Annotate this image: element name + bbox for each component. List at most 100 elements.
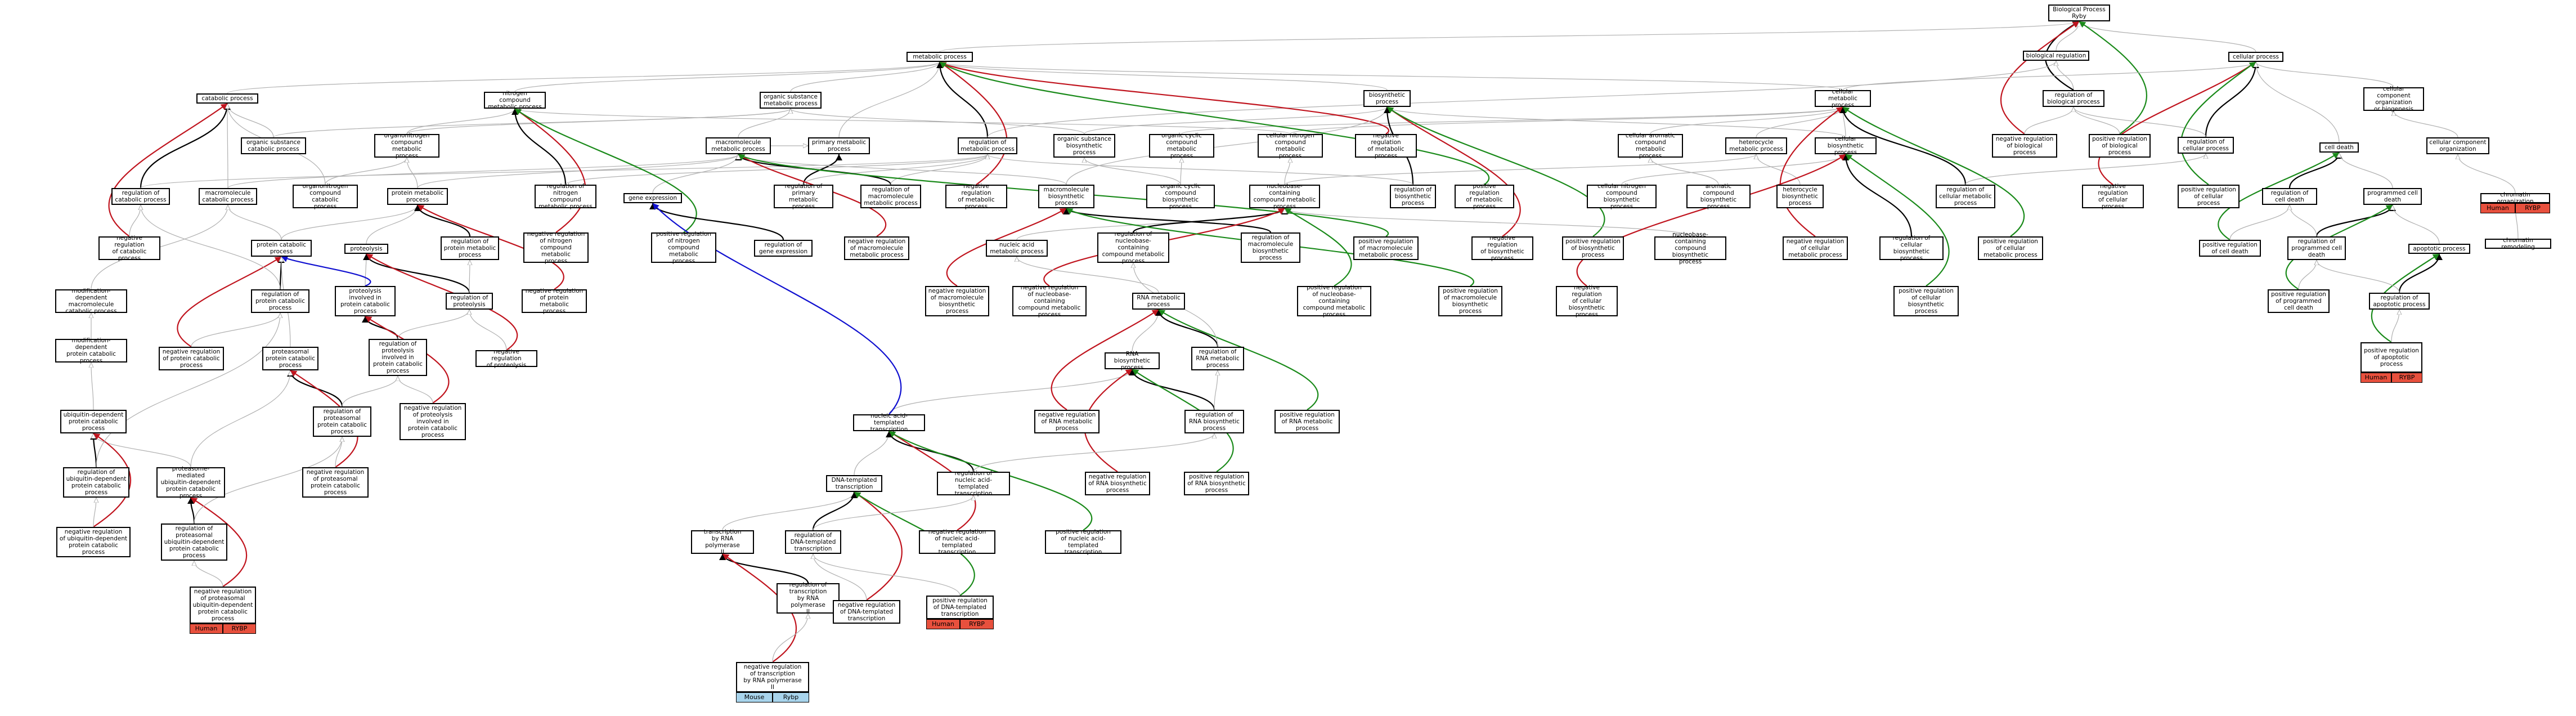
go-term-rcatp[interactable]: regulation of catabolic process xyxy=(111,188,170,205)
go-term-ccorg[interactable]: cellular component organization xyxy=(2426,137,2489,154)
go-term-nrppcp[interactable]: negative regulation of proteasomal prote… xyxy=(302,467,369,498)
go-term-prcmp[interactable]: positive regulation of cellular metaboli… xyxy=(1978,236,2043,260)
go-term-nrproteol[interactable]: negative regulation of proteolysis xyxy=(475,348,537,369)
go-term-occmp[interactable]: organic cyclic compound metabolic proces… xyxy=(1149,132,1214,159)
go-term-osc[interactable]: organic substance catabolic process xyxy=(241,137,306,154)
go-term-nrpupcp[interactable]: negative regulation of proteasomal ubiqu… xyxy=(190,587,256,624)
go-term-rcd[interactable]: regulation of cell death xyxy=(2262,188,2317,205)
go-term-nrmp2[interactable]: negative regulation of metabolic process xyxy=(945,183,1007,210)
go-term-nrpcatp[interactable]: negative regulation of protein catabolic… xyxy=(159,347,224,370)
go-term-rcp[interactable]: regulation of cellular process xyxy=(2178,137,2234,154)
go-term-rgexp[interactable]: regulation of gene expression xyxy=(754,240,813,257)
go-term-nrprotmp[interactable]: negative regulation of protein metabolic… xyxy=(522,288,587,315)
go-term-cncbp[interactable]: cellular nitrogen compound biosynthetic … xyxy=(1587,183,1657,210)
go-term-osmp[interactable]: organic substance metabolic process xyxy=(760,92,822,109)
go-term-rprotmp[interactable]: regulation of protein metabolic process xyxy=(441,236,499,260)
go-term-rupcp[interactable]: regulation of ubiquitin-dependent protei… xyxy=(63,467,129,498)
go-term-ccob[interactable]: cellular component organization or bioge… xyxy=(2363,86,2424,113)
go-term-rtp2[interactable]: regulation of transcription by RNA polym… xyxy=(777,581,840,615)
go-term-nrrnamp[interactable]: negative regulation of RNA metabolic pro… xyxy=(1034,410,1099,433)
go-term-pmp[interactable]: primary metabolic process xyxy=(808,137,870,154)
go-term-nrmacb[interactable]: negative regulation of macromolecule bio… xyxy=(925,286,989,316)
go-term-cp[interactable]: cellular process xyxy=(2228,52,2283,62)
go-term-nrbp[interactable]: negative regulation of biological proces… xyxy=(1992,134,2057,158)
go-term-prmacp[interactable]: positive regulation of macromolecule met… xyxy=(1353,236,1419,260)
go-term-nampr[interactable]: nucleic acid metabolic process xyxy=(986,240,1048,257)
go-term-rapop[interactable]: regulation of apoptotic process xyxy=(2369,293,2430,310)
go-term-ncmp[interactable]: nitrogen compound metabolic process xyxy=(484,90,546,110)
go-term-prcp[interactable]: positive regulation of cellular process xyxy=(2178,185,2240,208)
go-term-updpc[interactable]: ubiquitin-dependent protein catabolic pr… xyxy=(60,410,127,433)
go-term-onc[interactable]: organonitrogen compound metabolic proces… xyxy=(374,132,439,159)
go-term-prcd[interactable]: positive regulation of cell death xyxy=(2199,240,2261,257)
go-term-protmp[interactable]: protein metabolic process xyxy=(387,188,448,205)
go-term-pcbp[interactable]: positive regulation of cellular biosynth… xyxy=(1893,286,1959,316)
go-term-nrcatp[interactable]: negative regulation of catabolic process xyxy=(98,235,160,262)
go-term-rpcatp[interactable]: regulation of protein catabolic process xyxy=(251,289,309,313)
go-term-hmp[interactable]: heterocycle metabolic process xyxy=(1725,137,1787,154)
go-term-pcd[interactable]: programmed cell death xyxy=(2363,188,2422,205)
go-term-oncc[interactable]: organonitrogen compound catabolic proces… xyxy=(293,183,358,210)
go-term-nbcbp[interactable]: nucleobase-containing compound biosynthe… xyxy=(1654,231,1726,265)
go-term-acbp[interactable]: aromatic compound biosynthetic process xyxy=(1686,183,1751,210)
go-term-rmacb[interactable]: regulation of macromolecule biosynthetic… xyxy=(1241,232,1300,263)
go-term-pcatp[interactable]: protein catabolic process xyxy=(251,240,312,257)
go-term-celld[interactable]: cell death xyxy=(2319,142,2359,153)
go-term-mp[interactable]: metabolic process xyxy=(906,52,973,62)
go-term-rmacp[interactable]: regulation of macromolecule metabolic pr… xyxy=(860,185,921,208)
go-term-nrupcp[interactable]: negative regulation of ubiquitin-depende… xyxy=(56,527,131,557)
go-term-pnbcmp[interactable]: positive regulation of nucleobase-contai… xyxy=(1297,284,1371,318)
go-term-mcatp[interactable]: macromolecule catabolic process xyxy=(199,188,257,205)
go-term-gexp[interactable]: gene expression xyxy=(623,193,682,203)
go-term-pbsp[interactable]: positive regulation of biosynthetic proc… xyxy=(1562,236,1624,260)
go-term-nrpipcp[interactable]: negative regulation of proteolysis invol… xyxy=(400,403,466,440)
go-term-natp[interactable]: nucleic acid-templated transcription xyxy=(853,413,925,433)
go-term-nrcmp[interactable]: negative regulation of cellular metaboli… xyxy=(1783,236,1848,260)
go-term-rpcd[interactable]: regulation of programmed cell death xyxy=(2287,236,2346,260)
go-term-rcmp[interactable]: regulation of cellular metabolic process xyxy=(1936,185,1995,208)
go-term-rproteol[interactable]: regulation of proteolysis xyxy=(446,293,493,310)
go-term-nrrnabp[interactable]: negative regulation of RNA biosynthetic … xyxy=(1085,472,1150,495)
go-term-rnatt[interactable]: regulation of nucleic acid-templated tra… xyxy=(937,470,1010,497)
go-term-prrnamp[interactable]: positive regulation of RNA metabolic pro… xyxy=(1274,410,1340,433)
go-term-rrnabp[interactable]: regulation of RNA biosynthetic process xyxy=(1184,410,1244,433)
go-term-pmacb[interactable]: positive regulation of macromolecule bio… xyxy=(1438,286,1502,316)
go-term-nrcbp[interactable]: negative regulation of cellular biosynth… xyxy=(1556,284,1618,318)
go-term-macb[interactable]: macromolecule biosynthetic process xyxy=(1038,185,1094,208)
go-term-chrem[interactable]: chromatin remodeling xyxy=(2485,237,2551,250)
go-term-chorg[interactable]: chromatin organization xyxy=(2480,191,2550,205)
go-term-cacmp[interactable]: cellular aromatic compound metabolic pro… xyxy=(1618,132,1683,159)
go-term-tp2[interactable]: transcription by RNA polymerase II xyxy=(691,529,754,556)
go-term-macp[interactable]: macromolecule metabolic process xyxy=(706,137,771,154)
go-term-nrmacp[interactable]: negative regulation of macromolecule met… xyxy=(844,236,909,260)
go-term-rppcp[interactable]: regulation of proteasomal protein catabo… xyxy=(313,406,371,437)
go-term-rcbp[interactable]: regulation of cellular biosynthetic proc… xyxy=(1879,235,1944,262)
go-term-mdpcp[interactable]: modification-dependent macromolecule cat… xyxy=(55,288,127,315)
go-term-pipcp[interactable]: proteolysis involved in protein cataboli… xyxy=(335,286,396,316)
go-term-rnamp[interactable]: RNA metabolic process xyxy=(1132,293,1185,310)
go-term-prmp[interactable]: positive regulation of metabolic process xyxy=(1455,183,1514,210)
go-term-pnatt[interactable]: positive regulation of nucleic acid-temp… xyxy=(1045,529,1121,556)
go-term-nrnbc[interactable]: negative regulation of nucleobase-contai… xyxy=(1012,284,1087,318)
go-term-cbp[interactable]: cellular biosynthetic process xyxy=(1815,136,1877,156)
go-term-nrbsp[interactable]: negative regulation of biosynthetic proc… xyxy=(1471,235,1533,262)
go-term-prpcd[interactable]: positive regulation of programmed cell d… xyxy=(2268,289,2330,313)
go-term-rrnamp[interactable]: regulation of RNA metabolic process xyxy=(1191,347,1244,370)
go-term-proteol[interactable]: proteolysis xyxy=(344,244,388,254)
go-term-nbcmp[interactable]: nucleobase-containing compound metabolic… xyxy=(1249,183,1320,210)
go-term-prncmp[interactable]: positive regulation of nitrogen compound… xyxy=(651,231,716,265)
go-term-rnbcmp[interactable]: regulation of nucleobase-containing comp… xyxy=(1097,231,1169,265)
go-term-rnabp[interactable]: RNA biosynthetic process xyxy=(1105,351,1160,371)
go-term-nrdtt[interactable]: negative regulation of DNA-templated tra… xyxy=(833,600,900,624)
go-term-pdtt[interactable]: positive regulation of DNA-templated tra… xyxy=(926,596,994,619)
go-term-rpmp[interactable]: regulation of primary metabolic process xyxy=(774,183,833,210)
go-term-rmp[interactable]: regulation of metabolic process xyxy=(958,137,1017,154)
go-term-breg[interactable]: biological regulation xyxy=(2023,51,2089,61)
go-term-rncmp[interactable]: regulation of nitrogen compound metaboli… xyxy=(535,183,596,210)
go-term-nrncmp[interactable]: negative regulation of nitrogen compound… xyxy=(523,231,589,265)
go-term-osb[interactable]: organic substance biosynthetic process xyxy=(1053,134,1115,158)
go-term-nrtp2[interactable]: negative regulation of transcription by … xyxy=(736,662,809,692)
go-term-hbp[interactable]: heterocycle biosynthetic process xyxy=(1776,185,1824,208)
go-term-nrcp[interactable]: negative regulation of cellular process xyxy=(2082,183,2144,210)
go-term-occb[interactable]: organic cyclic compound biosynthetic pro… xyxy=(1146,183,1215,210)
